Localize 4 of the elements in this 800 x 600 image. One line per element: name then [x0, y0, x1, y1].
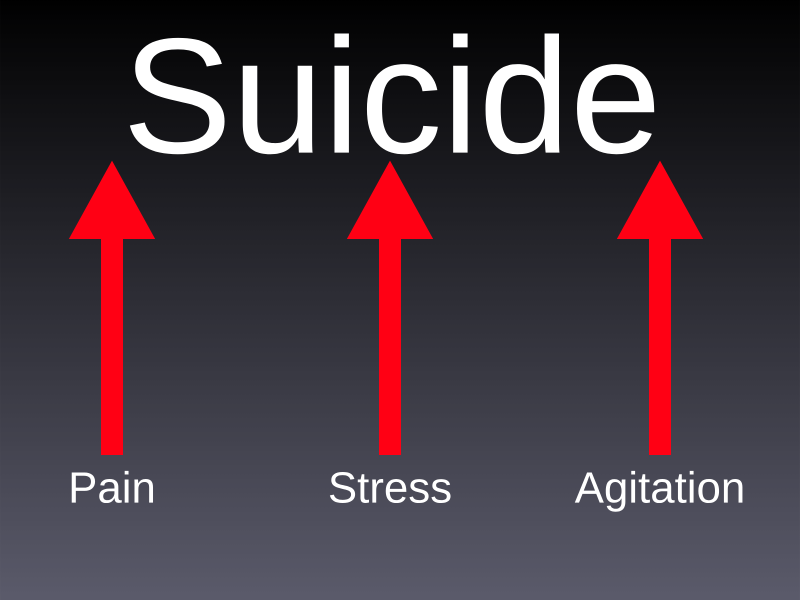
cause-label: Agitation: [574, 470, 742, 512]
title-word: Suicide: [130, 34, 654, 154]
cause-label: Stress: [330, 472, 451, 504]
cause-label: Pain: [72, 470, 154, 504]
